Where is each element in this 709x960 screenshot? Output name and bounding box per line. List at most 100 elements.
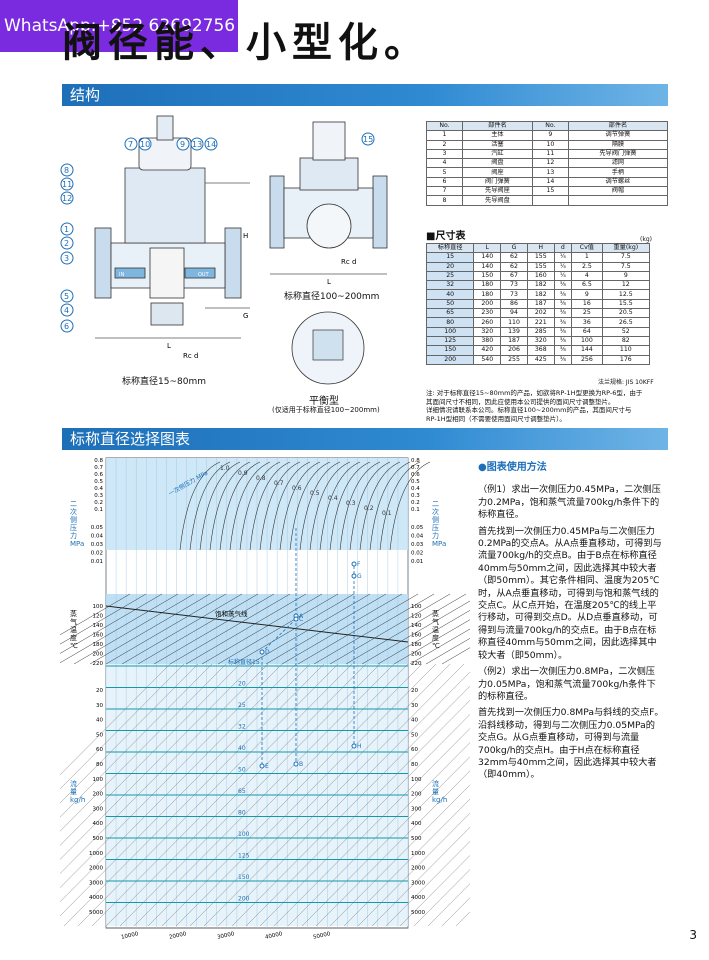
flange-spec: 法兰规格: JIS 10KFF: [598, 379, 654, 386]
ylabel-flow-right: 流量 kg/h: [432, 780, 448, 804]
callout-15: [361, 132, 375, 146]
example-point-g: [351, 573, 357, 579]
temp-diagonal: [137, 593, 259, 665]
dim-cell: 206: [500, 345, 528, 356]
dim-cell: ⅜: [553, 354, 573, 365]
example-point-b: [293, 761, 299, 767]
structure-drawings: H G L Rc d IN OUT 8 11 12 1 2 3 5 4 6 7 …: [60, 115, 388, 385]
dim-cell: 140: [473, 261, 502, 272]
left-pressure-tick: 0.8: [94, 458, 103, 464]
dim-cell: 52: [601, 326, 651, 337]
left-pressure-tick: 0.4: [94, 486, 103, 492]
parts-header-cell: No.: [426, 120, 463, 132]
temp-diagonal: [329, 593, 451, 665]
right-temp-tick: 220: [411, 661, 422, 667]
parts-cell: 7: [426, 186, 463, 197]
dim-cell: 176: [601, 354, 651, 365]
dim-cell: ⅜: [553, 317, 573, 328]
primary-pressure-label: 0.6: [292, 485, 302, 492]
parts-cell: 14: [531, 176, 569, 188]
right-flow-tick: 100: [411, 777, 422, 783]
primary-pressure-label: 0.3: [346, 500, 356, 507]
flow-diagonal: [385, 841, 470, 927]
page-headline: 阀径能、小型化。: [62, 20, 430, 66]
dim-cell: 230: [473, 308, 502, 319]
left-flow-tick: 5000: [89, 910, 103, 916]
dim-cell: 82: [601, 335, 651, 347]
left-temp-tick: 220: [93, 661, 104, 667]
svg-text:12: 12: [62, 194, 72, 203]
dim-cell: 73: [500, 280, 528, 291]
howto-title: ●图表使用方法: [478, 462, 547, 473]
size-label: 32: [238, 724, 246, 731]
left-flow-tick: 500: [93, 836, 104, 842]
temp-diagonal: [393, 619, 470, 665]
pressure-curve: [189, 461, 231, 551]
right-temp-tick: 140: [411, 623, 422, 629]
dim-cell: ¼: [553, 252, 573, 263]
dim-cell: 256: [571, 354, 603, 365]
parts-cell: 先导阀门弹簧: [567, 148, 669, 160]
dim-cell: 420: [473, 345, 502, 356]
dim-cell: 80: [425, 317, 475, 328]
dim-cell: 187: [500, 335, 528, 347]
right-flow-tick: 5000: [411, 910, 425, 916]
left-flow-tick: 300: [93, 806, 104, 812]
flow-diagonal: [399, 855, 470, 927]
right-pressure-tick: 0.01: [411, 559, 423, 565]
temp-diagonal: [297, 593, 419, 665]
temp-diagonal: [233, 593, 355, 665]
ylabel-flow: 流量 kg/h: [70, 780, 86, 804]
svg-text:11: 11: [62, 180, 72, 189]
pressure-curve: [179, 461, 221, 551]
example-point-label: C: [299, 616, 303, 623]
section-bar-structure: 结构: [62, 84, 668, 106]
left-flow-tick: 40: [96, 718, 103, 724]
pressure-curve: [349, 461, 391, 551]
pressure-curve: [309, 461, 351, 551]
dim-cell: ¼: [553, 270, 573, 282]
howto-panel: ●图表使用方法 （例1）求出一次侧压力0.45MPa，二次侧压力0.2MPa，饱…: [478, 462, 664, 786]
parts-cell: 活塞: [461, 139, 533, 150]
left-temp-tick: 120: [93, 614, 104, 620]
temp-diagonal: [425, 638, 470, 665]
parts-cell: 阀盘: [461, 158, 533, 169]
example-point-label: A: [299, 613, 304, 620]
right-flow-tick: 1000: [411, 851, 425, 857]
dim-cell: 182: [526, 280, 555, 291]
out-label-left: OUT: [198, 272, 210, 278]
in-label-left: IN: [119, 272, 124, 278]
dim-cell: 200: [473, 298, 502, 310]
flow-diagonal: [287, 742, 470, 927]
dim-cell: 12.5: [601, 289, 651, 300]
pressure-curve: [239, 461, 281, 551]
parts-cell: 10: [531, 139, 569, 150]
svg-text:4: 4: [64, 306, 69, 315]
flow-diagonal: [343, 798, 470, 927]
dim-header-cell: 标称直径: [425, 242, 475, 254]
primary-pressure-label: 1.0: [220, 465, 230, 472]
ylabel-steam-temp-right: 蒸气温度 ℃: [432, 610, 440, 650]
right-pressure-tick: 0.6: [411, 472, 420, 478]
left-flow-tick: 4000: [89, 895, 103, 901]
left-pressure-tick: 0.3: [94, 493, 103, 499]
size-label: 标称直径15: [228, 658, 260, 666]
left-flow-tick: 80: [96, 762, 103, 768]
dim-cell: ⅜: [553, 298, 573, 310]
right-pressure-tick: 0.05: [411, 525, 424, 531]
right-pressure-tick: 0.7: [411, 465, 420, 471]
pressure-curve: [339, 461, 381, 551]
left-pressure-tick: 0.6: [94, 472, 103, 478]
temp-diagonal: [345, 593, 467, 665]
page-number: 3: [689, 928, 697, 942]
primary-pressure-label: 0.8: [256, 475, 266, 482]
parts-cell: [531, 195, 569, 206]
parts-cell: 先导阀座: [461, 186, 533, 197]
right-flow-tick: 40: [411, 718, 418, 724]
right-valve-drawing: [269, 121, 388, 275]
